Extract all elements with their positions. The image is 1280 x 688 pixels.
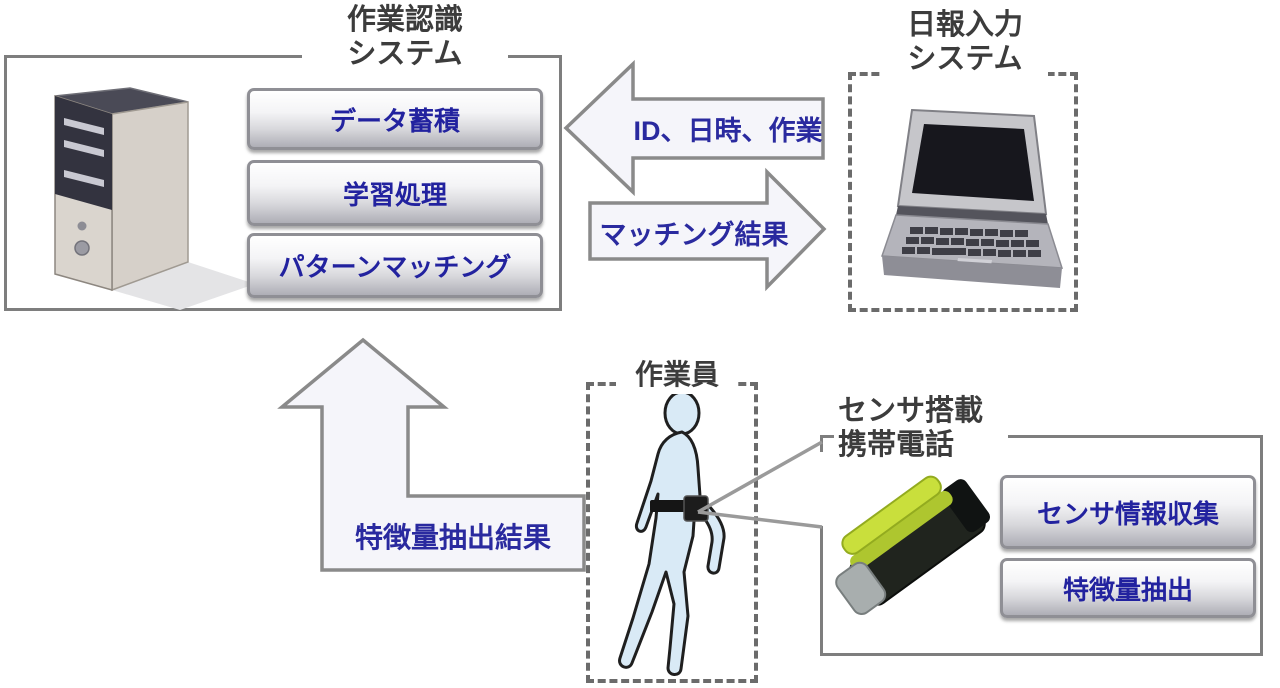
module-feature-extraction: 特徴量抽出: [1000, 558, 1256, 618]
belt-sensor-device: [683, 495, 709, 522]
daily-report-title: 日報入力 システム: [882, 8, 1048, 76]
module-label: データ蓄積: [329, 105, 460, 136]
daily-report-title-line1: 日報入力: [906, 9, 1023, 41]
module-label: パターンマッチング: [278, 252, 512, 282]
module-label: 学習処理: [342, 179, 447, 210]
flow-label-text: マッチング結果: [599, 219, 789, 250]
worker-figure-icon: [618, 390, 726, 676]
sensor-phone-title-line2: 携帯電話: [838, 429, 955, 461]
module-sensor-info-collection: センサ情報収集: [1000, 475, 1256, 549]
desktop-tower-icon: [54, 87, 255, 310]
laptop-icon: [880, 108, 1064, 288]
flow-label-feature-extraction-result: 特徴量抽出結果: [330, 511, 576, 561]
worker-title: 作業員: [616, 356, 738, 394]
module-learning-process: 学習処理: [247, 160, 543, 226]
module-label: センサ情報収集: [1036, 498, 1219, 529]
sensor-phone-title: センサ搭載 携帯電話: [834, 394, 1008, 462]
module-label: 特徴量抽出: [1062, 574, 1193, 605]
flow-label-text: ID、日時、作業: [633, 115, 823, 146]
sensor-phone-title-line1: センサ搭載: [838, 395, 984, 427]
flow-label-matching-result: マッチング結果: [596, 207, 792, 257]
module-pattern-matching: パターンマッチング: [247, 233, 543, 298]
flow-label-text: 特徴量抽出結果: [354, 522, 551, 553]
daily-report-title-line2: システム: [907, 43, 1023, 75]
work-recognition-title-line2: システム: [347, 38, 463, 70]
worker-title-text: 作業員: [634, 359, 719, 390]
sensor-mobile-phone-icon: [835, 475, 991, 616]
module-data-accumulation: データ蓄積: [247, 88, 543, 150]
work-recognition-title-line1: 作業認識: [346, 4, 463, 36]
work-recognition-title: 作業認識 システム: [302, 3, 508, 71]
flow-label-id-datetime-work: ID、日時、作業: [622, 104, 834, 152]
